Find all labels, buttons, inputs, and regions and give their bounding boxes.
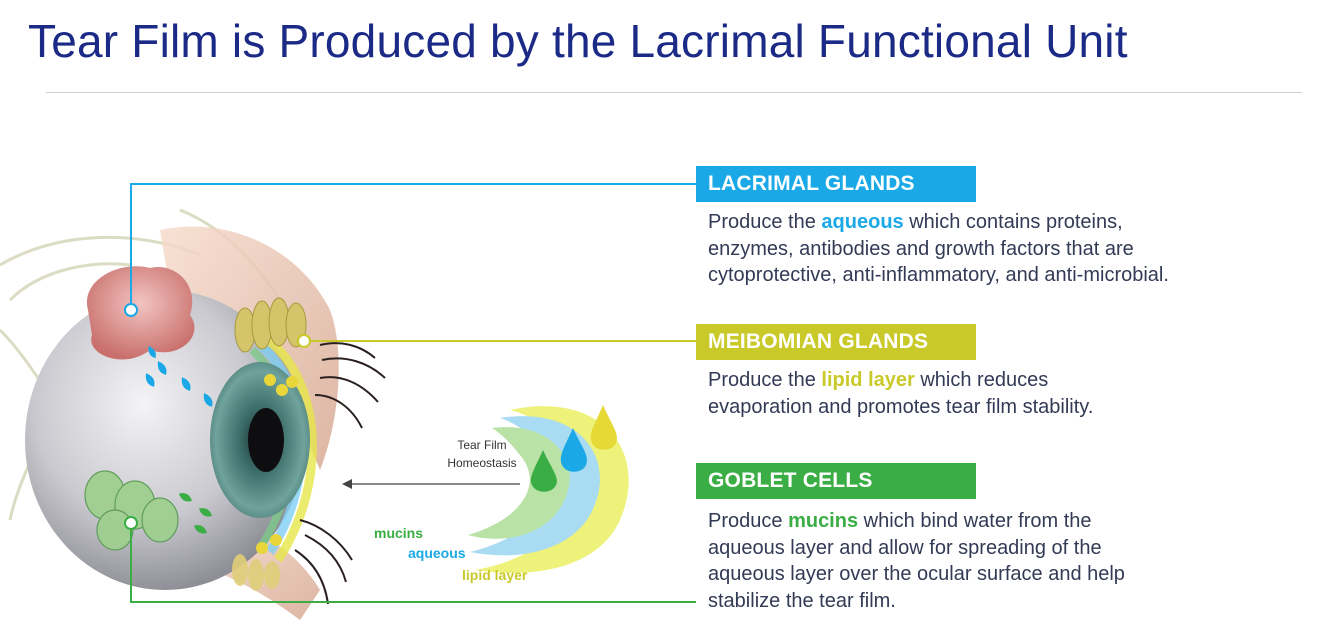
page-title: Tear Film is Produced by the Lacrimal Fu… <box>28 15 1128 67</box>
meibomian-glands-heading: MEIBOMIAN GLANDS <box>696 324 976 360</box>
mucin-drops <box>178 493 212 534</box>
label-aqueous: aqueous <box>408 545 466 561</box>
homeostasis-arrowhead <box>342 479 352 489</box>
leader-goblet <box>130 523 696 603</box>
cornea-lipid <box>265 336 317 563</box>
goblet-cells-heading: GOBLET CELLS <box>696 463 976 499</box>
desc-text: evaporation and promotes tear film stabi… <box>708 395 1094 418</box>
desc-text: aqueous layer and allow for spreading of… <box>708 536 1102 559</box>
desc-text: cytoprotective, anti-inflammatory, and a… <box>708 264 1169 286</box>
keyword-lipid-layer: lipid layer <box>821 369 915 391</box>
tear-film-homeostasis-label: Tear Film Homeostasis <box>440 436 524 472</box>
drop-yellow <box>590 405 617 450</box>
lacrimal-glands-heading: LACRIMAL GLANDS <box>696 166 976 202</box>
label-mucins: mucins <box>374 525 424 541</box>
desc-text: aqueous layer over the ocular surface an… <box>708 563 1125 585</box>
title-divider <box>46 92 1302 93</box>
label-lipid-layer: lipid layer <box>462 567 528 583</box>
marker-lacrimal <box>124 303 138 317</box>
lower-meibomian <box>232 554 280 591</box>
desc-text: Produce the <box>708 369 822 391</box>
eyelashes <box>294 342 386 605</box>
desc-text: Produce <box>708 510 789 532</box>
lacrimal-gland <box>86 266 195 360</box>
desc-text: Produce the <box>708 211 822 233</box>
homeostasis-line-1: Tear Film <box>457 438 507 452</box>
drop-green <box>530 450 557 492</box>
desc-text: stabilize the tear film. <box>708 589 896 612</box>
lacrimal-glands-description: Produce the aqueous which contains prote… <box>708 209 1318 289</box>
desc-text: which contains proteins, <box>903 211 1123 233</box>
keyword-mucins: mucins <box>788 510 859 532</box>
goblet-cells-description: Produce mucins which bind water from the… <box>708 508 1318 614</box>
marker-goblet <box>124 516 138 530</box>
leader-lines <box>130 183 696 603</box>
keyword-aqueous: aqueous <box>821 211 904 233</box>
drop-blue <box>560 428 587 472</box>
meibomian-glands <box>234 297 307 353</box>
desc-text: enzymes, antibodies and growth factors t… <box>708 237 1134 260</box>
desc-text: which bind water from the <box>858 510 1092 532</box>
lipid-drops <box>256 374 298 554</box>
goblet-cells <box>84 470 179 551</box>
marker-meibomian <box>297 334 311 348</box>
pupil <box>248 408 284 472</box>
homeostasis-line-2: Homeostasis <box>447 456 517 470</box>
meibomian-glands-description: Produce the lipid layer which reduces ev… <box>708 367 1318 420</box>
desc-text: which reduces <box>914 369 1049 391</box>
leader-lacrimal <box>130 183 696 308</box>
aqueous-drops <box>145 345 213 407</box>
